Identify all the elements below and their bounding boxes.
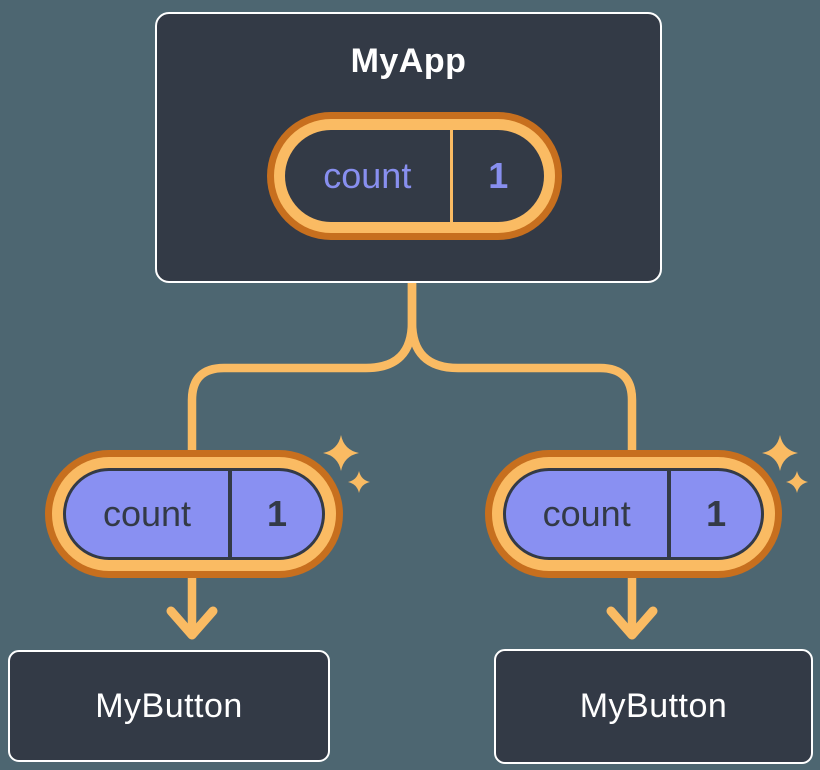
arrow-down-icon	[166, 606, 218, 640]
prop-pill-label-cell: count	[66, 471, 228, 557]
node-mybutton-right: MyButton	[494, 649, 813, 764]
sparkle-group-right	[762, 435, 808, 493]
node-mybutton-title: MyButton	[579, 687, 728, 725]
pill-divider	[449, 130, 453, 222]
prop-pill-value-cell: 1	[232, 471, 322, 557]
state-pill-value-cell: 1	[453, 130, 544, 222]
sparkle-icon	[762, 435, 798, 471]
prop-pill-left: count 1	[45, 450, 343, 578]
state-pill-ring: count 1	[274, 119, 555, 233]
sparkle-icon	[323, 435, 359, 471]
state-pill-label-cell: count	[285, 130, 450, 222]
prop-pill-body: count 1	[63, 468, 325, 560]
prop-pill-label-cell: count	[506, 471, 667, 557]
pill-divider	[228, 471, 232, 557]
prop-label: count	[102, 493, 192, 534]
connector-right	[407, 283, 637, 630]
state-pill-body: count 1	[285, 130, 544, 222]
node-mybutton-left: MyButton	[8, 650, 330, 762]
prop-pill-body: count 1	[503, 468, 764, 560]
arrow-down-icon	[606, 606, 658, 640]
sparkle-icon	[348, 471, 370, 493]
prop-label: count	[542, 493, 631, 534]
prop-value: 1	[706, 493, 727, 534]
state-label: count	[323, 155, 412, 196]
prop-pill-right: count 1	[485, 450, 782, 578]
prop-pill-ring: count 1	[52, 457, 336, 571]
sparkle-group-left	[323, 435, 370, 493]
prop-pill-value-cell: 1	[671, 471, 761, 557]
pill-divider	[667, 471, 672, 557]
node-myapp-title: MyApp	[350, 42, 467, 80]
node-mybutton-title: MyButton	[95, 686, 243, 725]
sparkle-icon	[786, 471, 808, 493]
state-pill-root: count 1	[267, 112, 562, 240]
prop-pill-ring: count 1	[492, 457, 775, 571]
prop-value: 1	[266, 493, 288, 534]
state-value: 1	[488, 155, 509, 196]
